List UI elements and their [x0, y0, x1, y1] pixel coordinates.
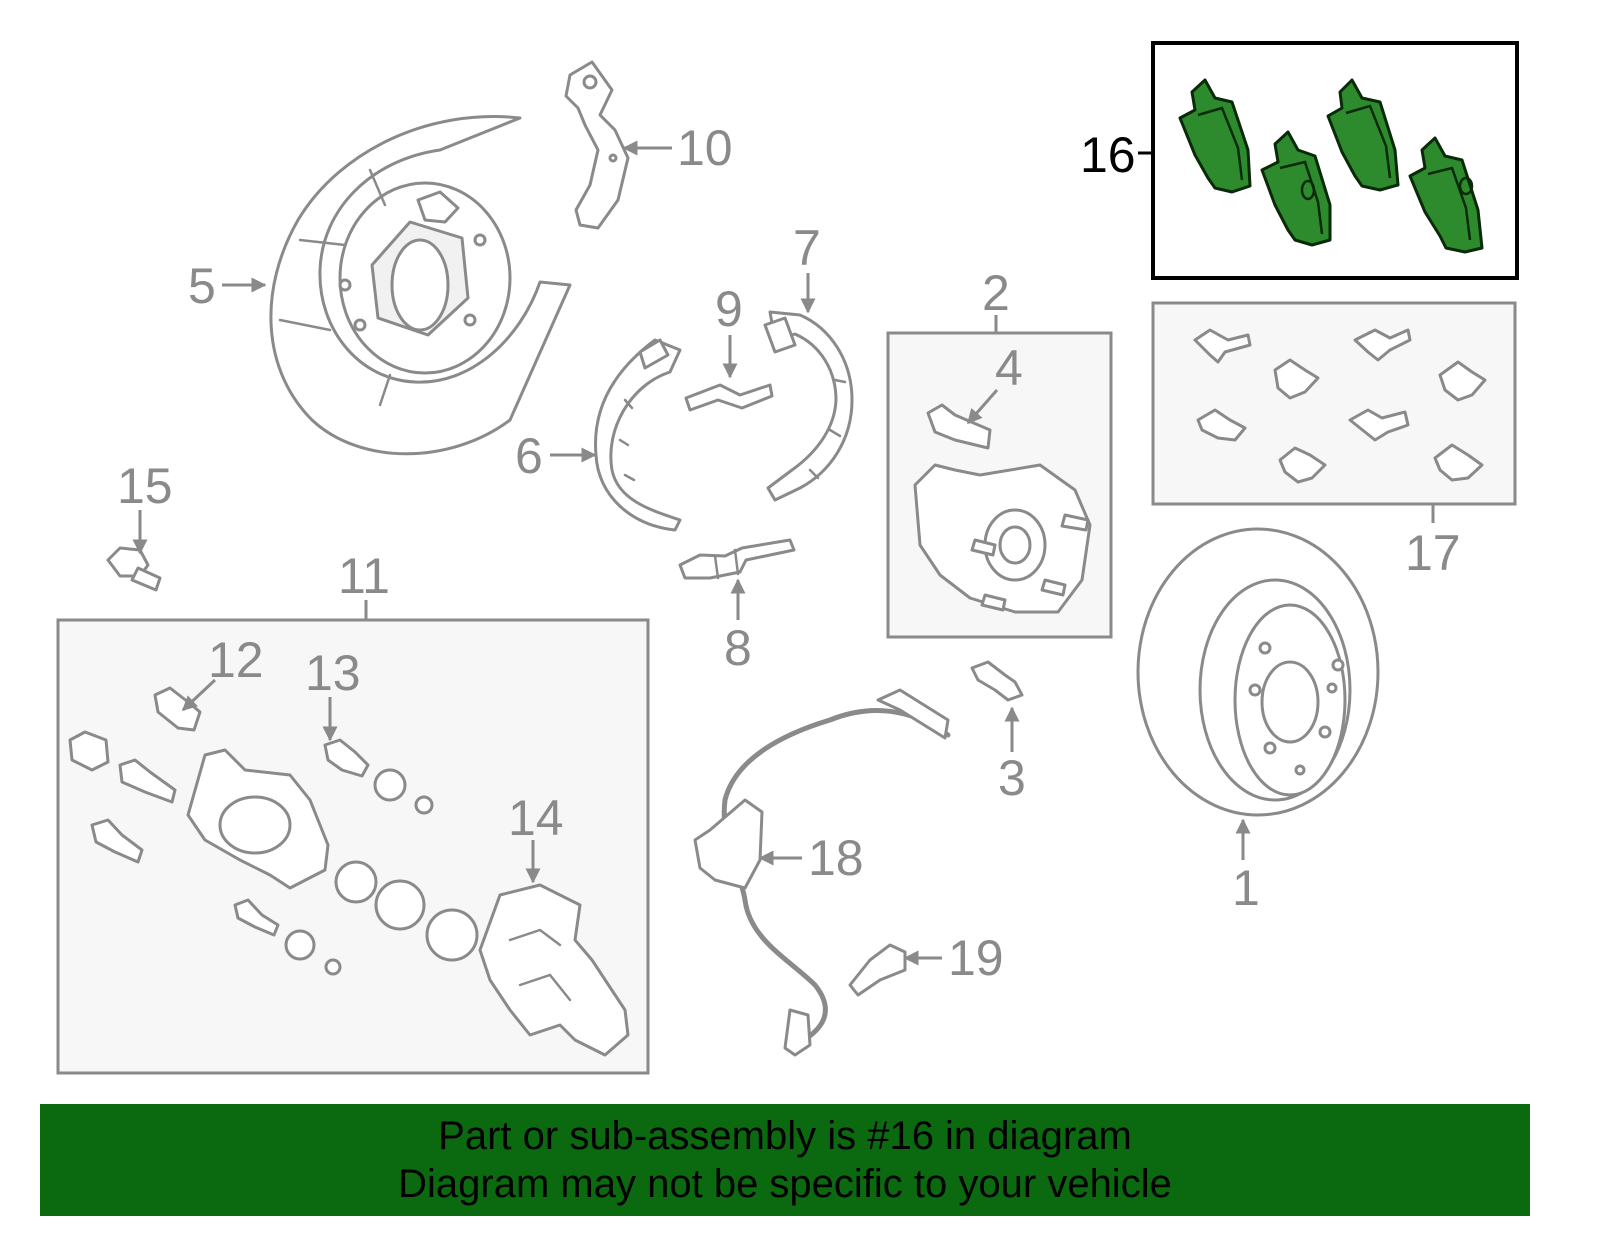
part-2-hub: [913, 403, 1092, 614]
callout-17: 17: [1405, 525, 1461, 581]
callout-7: 7: [793, 220, 821, 276]
callout-16: 16: [1080, 127, 1136, 183]
part-9-spring-plate: [684, 383, 774, 412]
part-10-lever: [564, 60, 630, 230]
callout-9: 9: [715, 281, 743, 337]
callout-5: 5: [188, 258, 216, 314]
part-18-abs-sensor: [693, 688, 951, 1057]
part-1-rotor: [1136, 527, 1380, 817]
callout-3: 3: [998, 750, 1026, 806]
banner-line-1: Part or sub-assembly is #16 in diagram: [438, 1114, 1132, 1158]
callout-6: 6: [515, 428, 543, 484]
callout-10: 10: [677, 120, 733, 176]
part-6-brake-shoe: [594, 338, 682, 532]
part-11-caliper-parts: [68, 686, 630, 1057]
callout-8: 8: [724, 620, 752, 676]
callout-12: 12: [208, 632, 264, 688]
part-15-bolt: [106, 546, 162, 592]
callout-14: 14: [508, 790, 564, 846]
callout-18: 18: [808, 830, 864, 886]
part-17-hardware: [1193, 328, 1487, 484]
callout-2: 2: [982, 265, 1010, 321]
callout-13: 13: [305, 645, 361, 701]
part-3-bolt: [970, 660, 1024, 702]
part-16-brake-pads: [1178, 78, 1484, 254]
callout-4: 4: [995, 340, 1023, 396]
banner-line-2: Diagram may not be specific to your vehi…: [398, 1162, 1172, 1206]
part-7-brake-shoe: [763, 310, 854, 502]
callout-1: 1: [1232, 860, 1260, 916]
callout-15: 15: [117, 458, 173, 514]
info-banner: Part or sub-assembly is #16 in diagram D…: [40, 1104, 1530, 1216]
part-8-adjuster: [678, 538, 796, 580]
callout-11: 11: [338, 548, 390, 604]
part-5-dust-shield: [269, 115, 572, 456]
leader-lines: [132, 140, 1435, 966]
callout-19: 19: [948, 930, 1004, 986]
